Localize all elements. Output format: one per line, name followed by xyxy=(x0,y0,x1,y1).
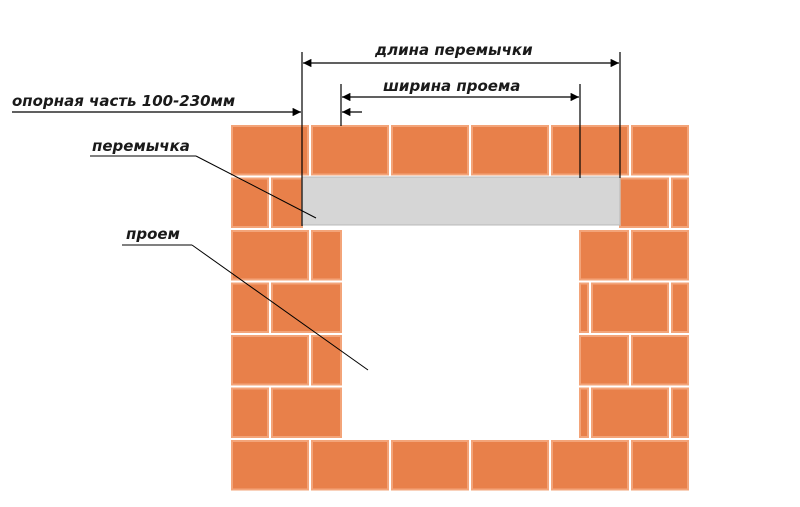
brick xyxy=(231,177,269,228)
brick xyxy=(271,282,342,333)
brick xyxy=(311,230,342,281)
brick xyxy=(579,282,589,333)
brick xyxy=(631,230,689,281)
brick xyxy=(619,177,669,228)
brick xyxy=(579,230,629,281)
brick xyxy=(471,125,549,176)
brick xyxy=(631,125,689,176)
brick xyxy=(579,335,629,386)
opening-width-label: ширина проема xyxy=(383,77,520,95)
opening-label: проем xyxy=(126,225,180,243)
brick xyxy=(551,125,629,176)
brick xyxy=(631,440,689,491)
brick xyxy=(231,282,269,333)
brick xyxy=(231,387,269,438)
brick xyxy=(231,335,309,386)
brick xyxy=(231,230,309,281)
lintel-label: перемычка xyxy=(92,137,190,155)
brick xyxy=(311,125,389,176)
lintel-length-label: длина перемычки xyxy=(374,41,533,59)
brick xyxy=(391,125,469,176)
brick xyxy=(671,282,689,333)
brick xyxy=(579,387,589,438)
opening-leader-diagonal xyxy=(191,244,369,371)
brick xyxy=(551,440,629,491)
brick xyxy=(231,125,309,176)
brick xyxy=(671,177,689,228)
brick xyxy=(271,387,342,438)
brick xyxy=(231,440,309,491)
lintel-beam xyxy=(301,176,621,226)
brick xyxy=(471,440,549,491)
brick xyxy=(311,335,342,386)
brick xyxy=(671,387,689,438)
brick xyxy=(311,440,389,491)
brick xyxy=(591,387,669,438)
bearing-part-label: опорная часть 100-230мм xyxy=(12,92,235,110)
lintel-leader-diagonal xyxy=(195,155,317,219)
brick xyxy=(591,282,669,333)
brick xyxy=(391,440,469,491)
brick xyxy=(631,335,689,386)
